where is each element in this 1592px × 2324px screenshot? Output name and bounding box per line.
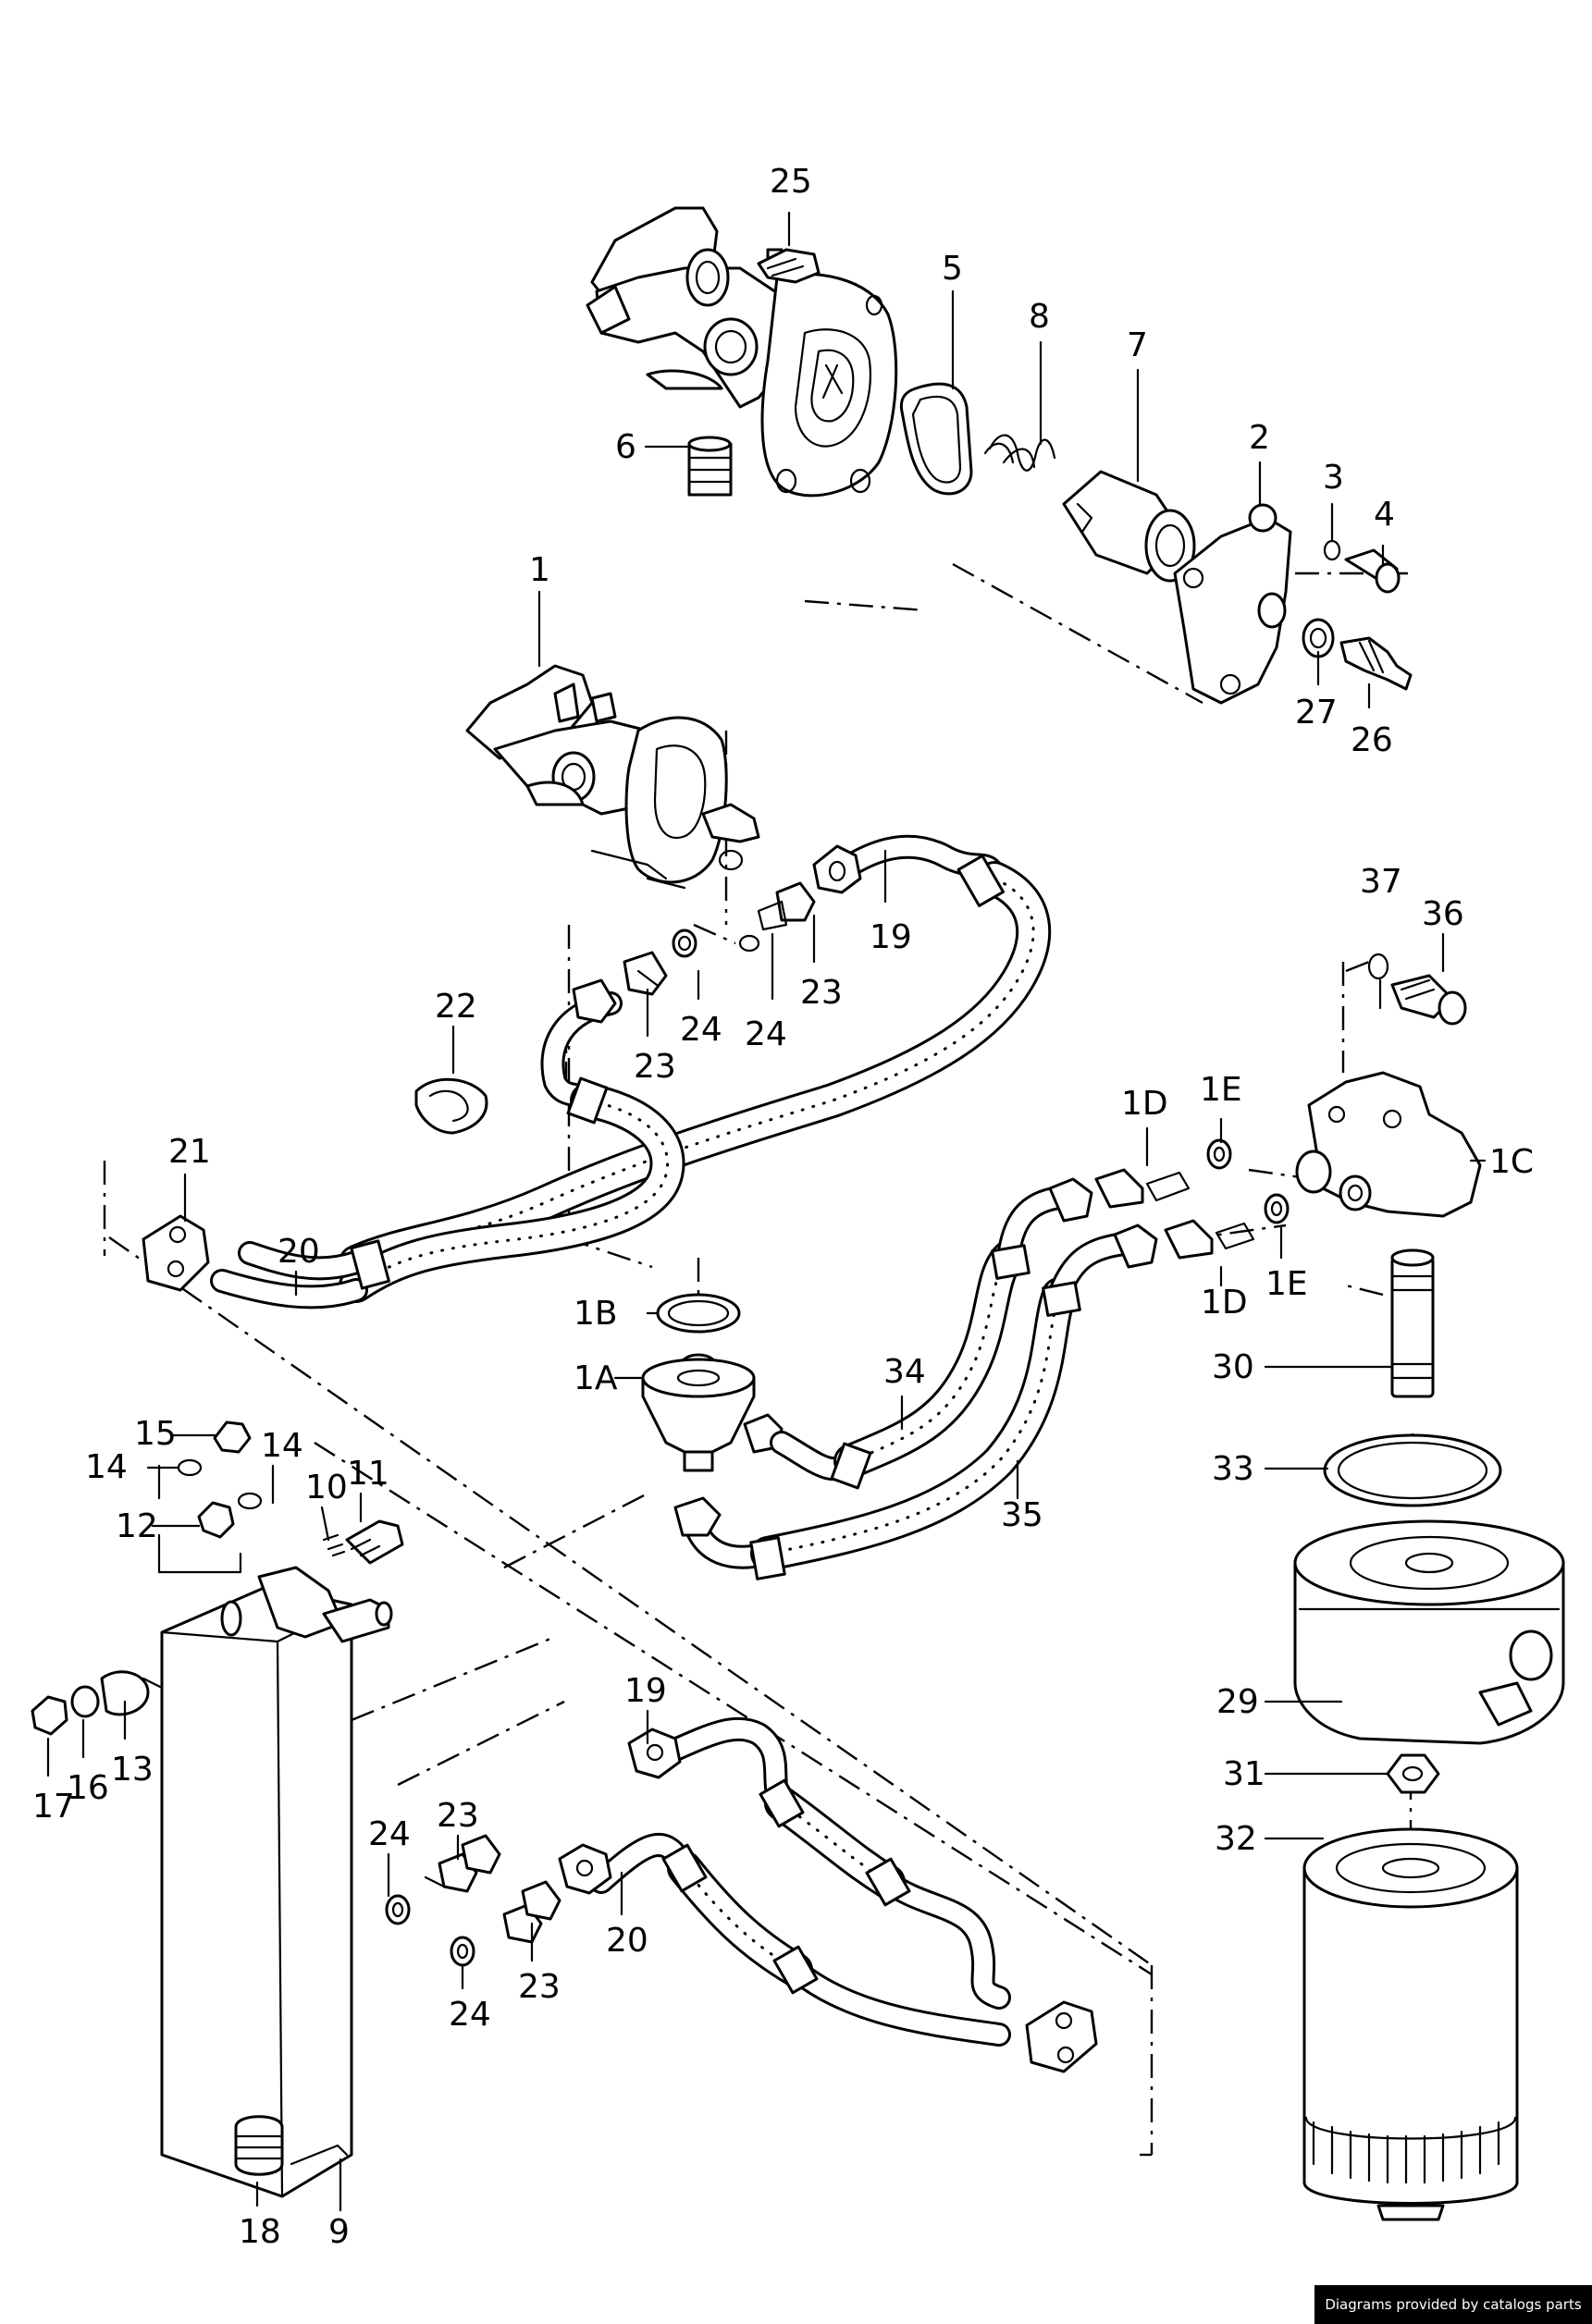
callout-12: 12	[116, 1507, 158, 1545]
callout-5: 5	[942, 250, 963, 288]
adapter-1A	[641, 1353, 784, 1472]
callout-31: 31	[1223, 1755, 1265, 1793]
callout-13: 13	[111, 1751, 154, 1789]
callout-19-top: 19	[870, 918, 912, 956]
callout-23-bottom-upper: 23	[437, 1797, 479, 1835]
callout-34: 34	[883, 1353, 926, 1391]
unions-1D-seals-1E	[1094, 1138, 1290, 1260]
callout-23-top-right: 23	[800, 974, 843, 1012]
fittings-lower	[385, 1834, 562, 1967]
callout-23-top-left: 23	[634, 1048, 676, 1086]
oil-cooler-29	[1293, 1519, 1565, 1745]
callout-14-right: 14	[261, 1427, 303, 1465]
callout-1C: 1C	[1489, 1143, 1534, 1181]
bolt-36	[1390, 974, 1467, 1026]
callout-labels: 25 5 8 7 2 3 4 6 27 26 1 19 23 24 23 24 …	[32, 163, 1534, 2251]
hardware-10-18	[31, 1420, 404, 2176]
oil-lines-34-35	[673, 1177, 1158, 1580]
callout-1D-top: 1D	[1121, 1085, 1168, 1123]
callout-24-bottom-lower: 24	[449, 1996, 491, 2034]
plug-6	[687, 436, 733, 497]
oil-cooler-9	[160, 1566, 393, 2198]
gasket-33	[1323, 1433, 1502, 1507]
stud-30	[1390, 1248, 1435, 1398]
oil-filter-housing-top	[586, 206, 898, 498]
callout-1: 1	[529, 551, 550, 589]
diagram-credit-badge: Diagrams provided by catalogs parts	[1314, 2285, 1592, 2324]
switch-26	[1339, 636, 1413, 691]
bracket-21	[142, 1214, 210, 1292]
callout-2: 2	[1249, 419, 1270, 457]
callout-4: 4	[1374, 496, 1395, 534]
callout-1A: 1A	[574, 1359, 618, 1397]
flange-1C	[1295, 1071, 1482, 1218]
callout-29: 29	[1216, 1683, 1259, 1721]
callout-14-left: 14	[85, 1448, 128, 1486]
oil-line-19-20-upper	[210, 834, 1052, 1310]
callout-3: 3	[1323, 459, 1344, 497]
callout-7: 7	[1127, 326, 1148, 364]
callout-1E-bottom: 1E	[1265, 1265, 1308, 1303]
cover-2	[1173, 503, 1292, 705]
callout-25: 25	[770, 163, 812, 201]
callout-30: 30	[1212, 1348, 1254, 1386]
gasket-5	[899, 382, 973, 496]
callout-20-bottom: 20	[606, 1922, 648, 1960]
oil-line-19-20-lower	[558, 1716, 1011, 2047]
callout-33: 33	[1212, 1450, 1254, 1488]
callout-26: 26	[1351, 721, 1393, 759]
callout-11: 11	[347, 1455, 389, 1493]
callout-9: 9	[328, 2213, 350, 2251]
callout-1B: 1B	[574, 1295, 618, 1333]
oil-filter-32	[1302, 1827, 1519, 2221]
callout-1E-top: 1E	[1200, 1071, 1242, 1109]
spring-8	[983, 434, 1056, 472]
callout-21: 21	[168, 1133, 211, 1171]
callout-37: 37	[1360, 863, 1402, 901]
callout-22: 22	[435, 988, 477, 1026]
washer-37	[1367, 953, 1389, 980]
callout-32: 32	[1215, 1820, 1257, 1858]
oil-filter-housing-assembled-1	[465, 664, 760, 890]
callout-35: 35	[1001, 1496, 1043, 1534]
callout-20-top: 20	[278, 1233, 320, 1271]
diagram-credit-text: Diagrams provided by catalogs parts	[1325, 2296, 1582, 2313]
callout-19-bottom: 19	[624, 1672, 667, 1710]
callout-15: 15	[134, 1415, 177, 1453]
nut-31	[1386, 1753, 1440, 1794]
callout-23-bottom-lower: 23	[518, 1968, 561, 2006]
callout-18: 18	[239, 2213, 281, 2251]
bolt-4	[1344, 548, 1401, 594]
callout-27: 27	[1295, 694, 1338, 732]
fittings-upper	[572, 844, 862, 1024]
bolt-25	[757, 248, 821, 284]
callout-24-top-left: 24	[680, 1011, 722, 1049]
piston-7	[1062, 470, 1196, 583]
callout-24-bottom-upper: 24	[368, 1815, 411, 1853]
gasket-1B	[656, 1293, 741, 1334]
callout-17: 17	[32, 1788, 75, 1826]
callout-16: 16	[67, 1769, 109, 1807]
clip-22	[414, 1077, 488, 1135]
callout-36: 36	[1422, 895, 1464, 933]
callout-8: 8	[1029, 298, 1050, 336]
washer-3	[1323, 539, 1341, 561]
callout-10: 10	[305, 1469, 348, 1506]
callout-6: 6	[615, 428, 636, 466]
callout-1D-bottom: 1D	[1201, 1284, 1248, 1322]
callout-24-top-right: 24	[745, 1015, 787, 1053]
bracket-lower	[1025, 2000, 1098, 2073]
callout-leaders	[46, 211, 1487, 2212]
